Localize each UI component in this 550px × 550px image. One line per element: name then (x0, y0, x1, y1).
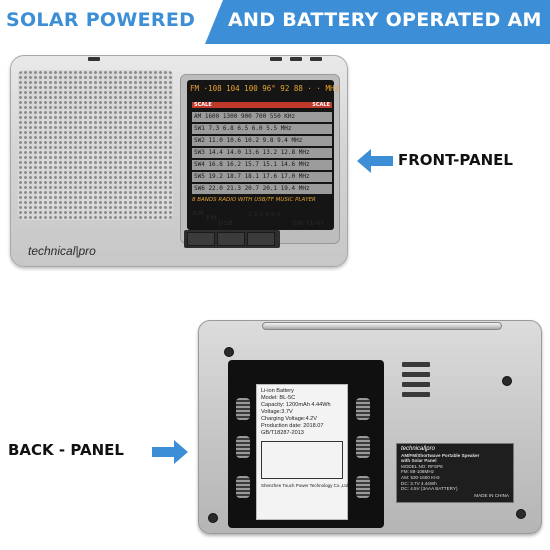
battery-label: Li-ion Battery Model: BL-5C Capacity: 12… (256, 384, 348, 520)
switch-am-label: AM (192, 209, 204, 217)
band-row-text: SW4 16.8 16.2 15.7 15.1 14.6 MHz (194, 161, 310, 168)
band-row: AM 1600 1300 900 700 550 KHz (192, 112, 332, 122)
vent-slot (402, 372, 430, 377)
battery-label-line: Charging Voltage:4.2V (261, 416, 317, 422)
battery-spring (356, 398, 370, 420)
battery-label-footer: Shenzhen Touch Power Technology Co.,Ltd (261, 483, 349, 488)
battery-label-line: Production date: 2018.07 (261, 423, 324, 429)
battery-spring (236, 398, 250, 420)
nameplate-line: DC: 3.7V 4.44Wh (401, 480, 437, 486)
band-row: SW5 19.2 18.7 18.1 17.6 17.0 MHz (192, 172, 332, 182)
dial-scale-bar: SCALE SCALE (192, 102, 332, 108)
band-row: SW3 14.4 14.0 13.6 13.2 12.8 MHz (192, 148, 332, 158)
nameplate-line: with Solar Panel (401, 458, 437, 464)
brand-logo: technical|pro (28, 240, 168, 258)
battery-spring (236, 436, 250, 458)
band-row: SW1 7.3 6.8 6.5 6.0 5.5 MHz (192, 124, 332, 134)
battery-spring (356, 436, 370, 458)
nameplate-line: MODEL NO: RFSP8 (401, 463, 443, 469)
switch-fm-label: FM (206, 214, 217, 222)
screw (502, 376, 512, 386)
control-button (247, 232, 275, 246)
switch-usb-label: USB (218, 219, 233, 227)
rating-nameplate: technical|pro AM/FM/Shortwave Portable S… (396, 443, 514, 503)
header-banner: SOLAR POWERED AND BATTERY OPERATED AM (0, 0, 550, 44)
band-row-text: SW3 14.4 14.0 13.6 13.2 12.8 MHz (194, 149, 310, 156)
battery-label-line: Li-ion Battery (261, 388, 294, 394)
dial-fm-scale: FM ·108 104 100 96° 92 88 · · MHz (190, 84, 340, 93)
control-button (217, 232, 245, 246)
nameplate-line: technical|pro (401, 446, 435, 452)
top-button (270, 57, 282, 61)
top-button (290, 57, 302, 61)
made-in-label: MADE IN CHINA (474, 493, 509, 499)
front-panel-label: FRONT-PANEL (398, 151, 513, 169)
switch-numbers: 1 2 3 4 5 6 (248, 212, 281, 218)
vent-slot (402, 382, 430, 387)
back-panel-label: BACK - PANEL (8, 441, 124, 459)
battery-warning-box (261, 441, 343, 479)
banner-left-panel (0, 0, 222, 44)
band-row: SW4 16.8 16.2 15.7 15.1 14.6 MHz (192, 160, 332, 170)
vent-slot (402, 362, 430, 367)
nameplate-line: AM/FM/Shortwave Portable Speaker (401, 452, 480, 458)
battery-label-line: GB/T18287-2013 (261, 430, 304, 436)
band-row: SW2 11.0 10.6 10.2 9.8 9.4 MHz (192, 136, 332, 146)
screw (224, 347, 234, 357)
top-button (310, 57, 322, 61)
screw (208, 513, 218, 523)
band-row-text: SW5 19.2 18.7 18.1 17.6 17.0 MHz (194, 173, 310, 180)
band-row-text: SW6 22.0 21.3 20.7 20.1 19.4 MHz (194, 185, 310, 192)
banner-right-panel (205, 0, 550, 44)
nameplate-line: FM: 88-108MHz (401, 469, 434, 475)
scale-label: SCALE (312, 102, 330, 108)
dial-caption: 8 BANDS RADIO WITH USB/TF MUSIC PLAYER (192, 197, 316, 203)
nameplate-line: AM: 530-1600 KHz (401, 474, 440, 480)
banner-title-left: SOLAR POWERED (6, 9, 196, 31)
battery-spring (356, 476, 370, 498)
nameplate-line: DC: 4.5V (3AAA BATTERY) (401, 486, 458, 492)
band-row-text: SW1 7.3 6.8 6.5 6.0 5.5 MHz (194, 125, 292, 132)
telescopic-antenna (262, 322, 502, 330)
band-row: SW6 22.0 21.3 20.7 20.1 19.4 MHz (192, 184, 332, 194)
control-buttons (184, 230, 280, 248)
screw (516, 509, 526, 519)
battery-label-line: Model: BL-5C (261, 395, 296, 401)
band-row-text: AM 1600 1300 900 700 550 KHz (194, 113, 296, 120)
arrow-left-icon (357, 149, 393, 173)
battery-spring (236, 476, 250, 498)
top-button (88, 57, 100, 61)
band-row-text: SW2 11.0 10.6 10.2 9.8 9.4 MHz (194, 137, 303, 144)
vent-slot (402, 392, 430, 397)
arrow-right-icon (152, 440, 188, 464)
banner-title-right: AND BATTERY OPERATED AM (228, 9, 542, 31)
scale-label: SCALE (194, 102, 212, 108)
battery-label-line: Capacity: 1200mAh 4.44Wh (261, 402, 331, 408)
battery-label-line: Voltage:3.7V (261, 409, 293, 415)
switch-sw-label: SW (1-6) (292, 219, 324, 227)
control-button (187, 232, 215, 246)
speaker-grille (18, 70, 173, 220)
brand-logo-text: technical|pro (28, 244, 96, 258)
